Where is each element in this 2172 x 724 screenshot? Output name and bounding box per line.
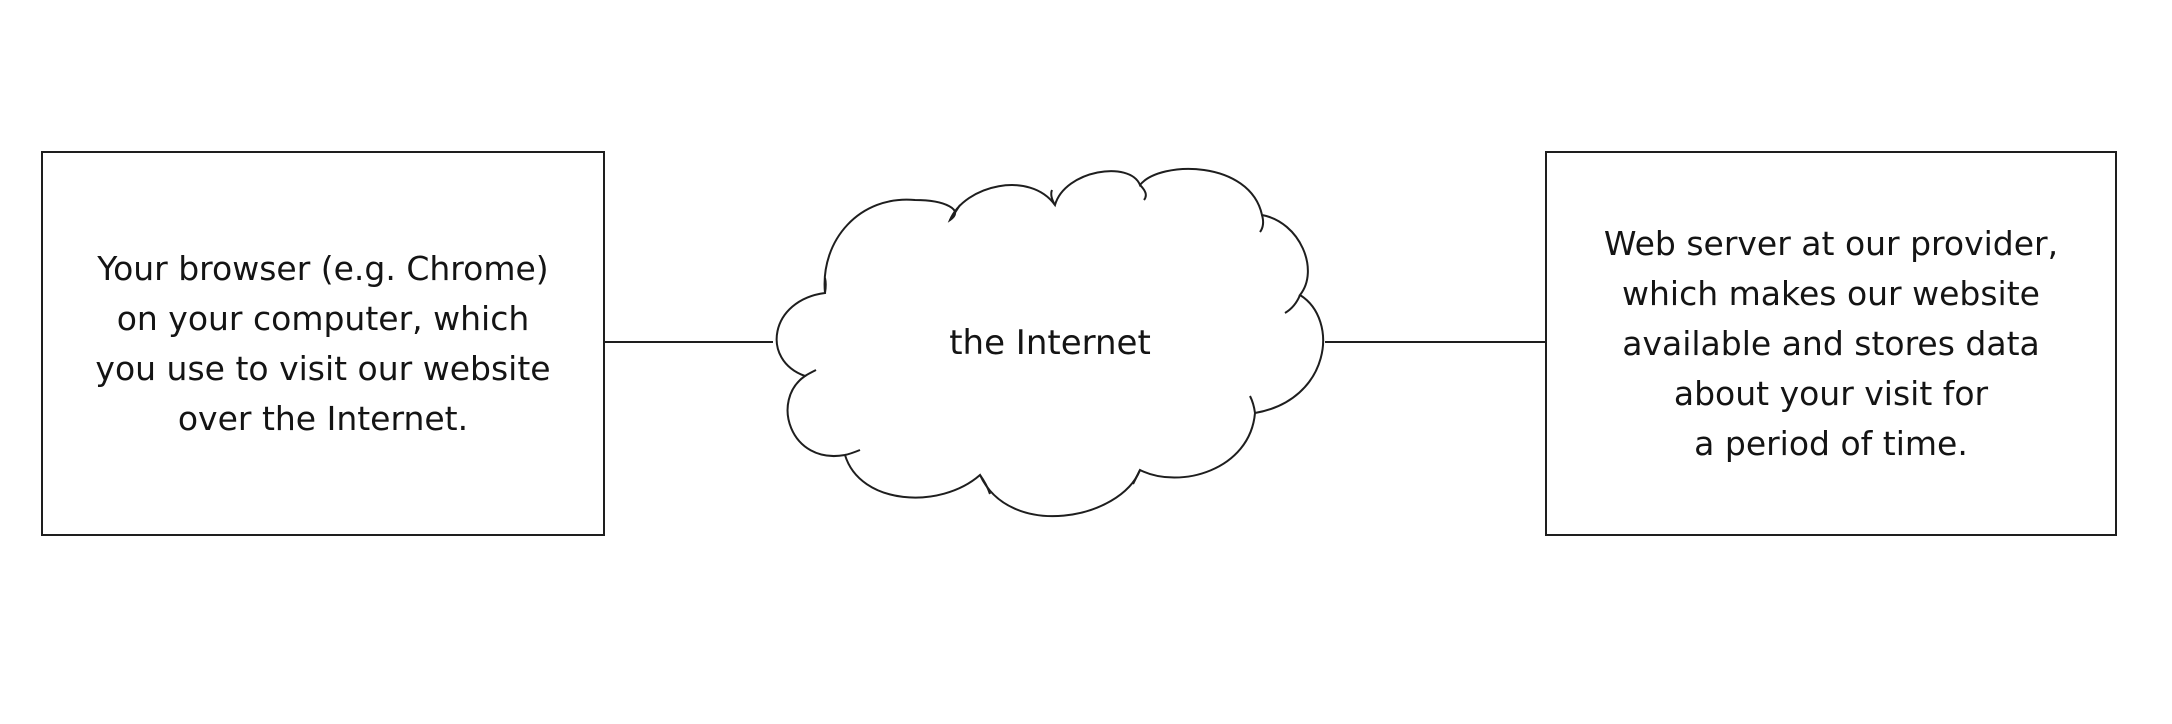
client-browser-text: Your browser (e.g. Chrome) on your compu… bbox=[95, 248, 551, 438]
client-browser-box: Your browser (e.g. Chrome) on your compu… bbox=[41, 151, 605, 536]
web-server-box: Web server at our provider, which makes … bbox=[1545, 151, 2117, 536]
cloud-icon bbox=[775, 167, 1325, 518]
web-server-text: Web server at our provider, which makes … bbox=[1603, 223, 2059, 463]
internet-label: the Internet bbox=[949, 323, 1151, 363]
